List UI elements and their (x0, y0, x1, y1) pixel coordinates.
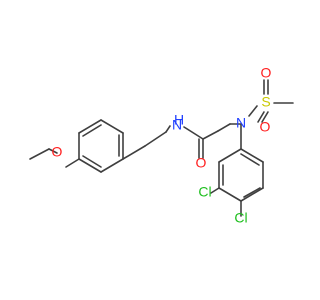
methoxy-oxygen-label: O (52, 144, 63, 160)
sulfonamide-nitrogen-label: N (236, 115, 246, 131)
amide-hydrogen-label: H (174, 112, 184, 128)
amide-nitrogen-label: N (172, 117, 182, 133)
carbonyl-oxygen-label: O (196, 155, 207, 171)
sulfur-label: S (261, 94, 270, 110)
atom-labels: H N O N S O O O Cl Cl (52, 65, 272, 226)
chloro-3-label: Cl (198, 184, 211, 200)
chloro-4-label: Cl (234, 210, 247, 226)
bond-lines (29, 79, 294, 217)
sulfonyl-oxygen-top-label: O (261, 65, 272, 81)
molecule-structure: H N O N S O O O Cl Cl (29, 65, 294, 226)
molecule-canvas: H N O N S O O O Cl Cl (29, 64, 294, 226)
sulfonyl-oxygen-bottom-label: O (260, 119, 271, 135)
